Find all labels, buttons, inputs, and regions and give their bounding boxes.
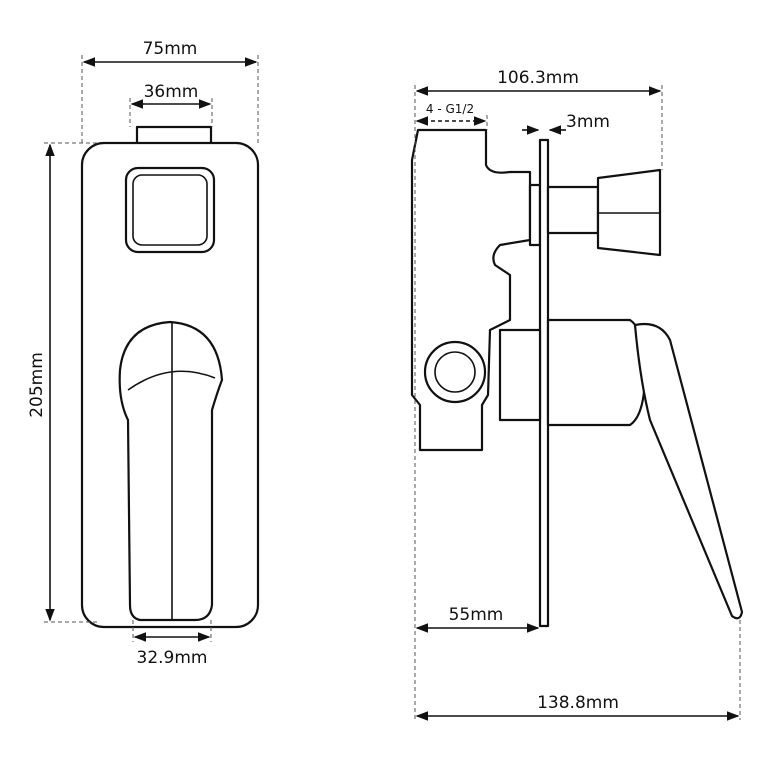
height-dimension: 205mm	[27, 352, 47, 418]
width-dimension: 75mm	[143, 39, 198, 59]
side-view: 106.3mm 4 - G1/2 3mm 55mm 138.8mm	[410, 68, 744, 721]
knob-depth-dimension: 106.3mm	[497, 68, 579, 88]
lever-handle	[118, 320, 224, 622]
inlet-port	[423, 340, 487, 404]
total-depth-dimension: 138.8mm	[537, 693, 619, 713]
side-lever	[633, 322, 744, 620]
lever-width-dimension: 32.9mm	[137, 648, 208, 668]
diverter-button	[124, 166, 216, 254]
button-width-dimension: 36mm	[144, 82, 199, 102]
thread-dimension: 4 - G1/2	[426, 102, 474, 116]
lever-hub	[546, 318, 647, 427]
body-depth-dimension: 55mm	[449, 605, 504, 625]
wall-plate	[538, 138, 550, 628]
front-view: 75mm 36mm 205mm 32.9mm	[27, 39, 260, 668]
diverter-shaft	[546, 185, 600, 235]
plate-thickness-dimension: 3mm	[566, 112, 610, 132]
